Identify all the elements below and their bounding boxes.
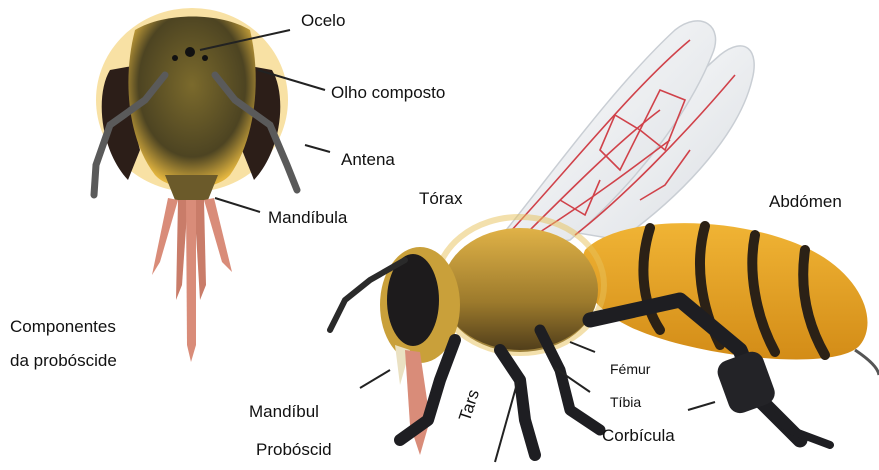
mid-leg-2	[540, 330, 600, 430]
label-ocelo: Ocelo	[301, 12, 345, 29]
label-mandibula-body: Mandíbul	[249, 403, 319, 420]
ocellus-left-icon	[172, 55, 178, 61]
pointer-mandibula-body	[360, 370, 390, 388]
pointer-mandibula-head	[215, 198, 260, 212]
pointer-corbicula	[688, 402, 715, 410]
label-tibia: Tíbia	[610, 395, 641, 409]
pointer-tarsos	[495, 380, 518, 462]
label-abdomen: Abdómen	[769, 193, 842, 210]
mid-leg	[500, 350, 535, 455]
label-torax: Tórax	[419, 190, 462, 207]
label-olho-composto: Olho composto	[331, 84, 445, 101]
label-componentes-line2: da probóscide	[10, 352, 117, 369]
label-antena: Antena	[341, 151, 395, 168]
bee-body-side	[330, 217, 879, 455]
pointer-femur	[570, 342, 595, 352]
label-corbicula: Corbícula	[602, 427, 675, 444]
proboscis-right-blade	[204, 198, 232, 272]
abdomen-sting-hair	[855, 350, 879, 375]
label-mandibula-head: Mandíbula	[268, 209, 347, 226]
ocellus-icon	[185, 47, 195, 57]
label-femur: Fémur	[610, 362, 650, 376]
ocellus-right-icon	[202, 55, 208, 61]
pointer-antena	[305, 145, 330, 152]
head-clypeus	[165, 175, 218, 200]
label-componentes-line1: Componentes	[10, 318, 116, 335]
bee-head-front	[94, 8, 297, 362]
proboscis-glossa	[186, 200, 196, 362]
label-proboscide: Probóscid	[256, 441, 332, 458]
proboscis-left-blade	[152, 198, 178, 275]
